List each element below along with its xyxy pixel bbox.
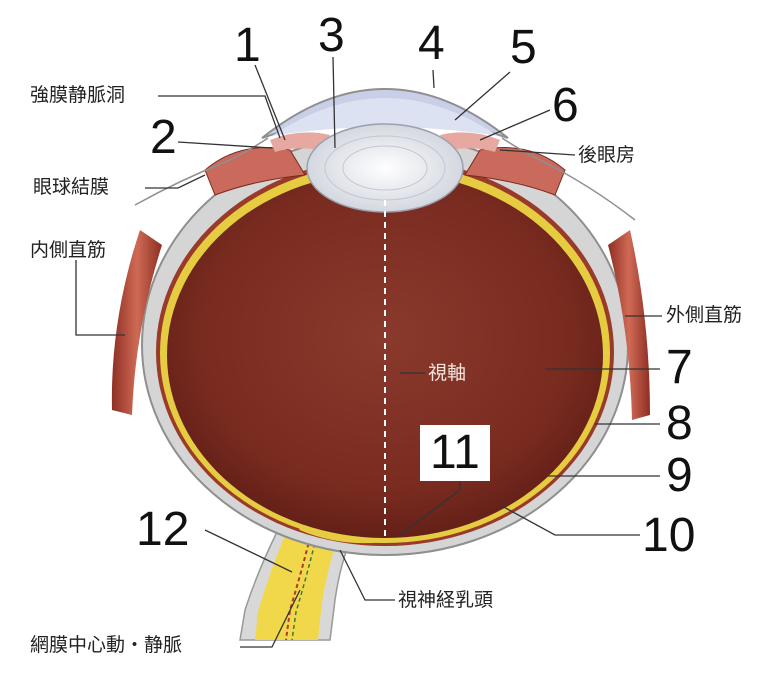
label-visual-axis: 視軸 xyxy=(428,364,466,383)
label-posterior-chamber: 後眼房 xyxy=(578,146,635,165)
label-optic-disc: 視神経乳頭 xyxy=(398,591,493,610)
marker-number: 3 xyxy=(318,12,345,60)
marker-number: 6 xyxy=(552,82,579,130)
label-lateral-rectus: 外側直筋 xyxy=(666,306,742,325)
marker-number-boxed: 11 xyxy=(420,425,490,481)
marker-number: 1 xyxy=(234,22,261,70)
label-scleral-venous-sinus: 強膜静脈洞 xyxy=(30,86,125,105)
label-central-retinal-vessels: 網膜中心動・静脈 xyxy=(30,636,182,655)
marker-number: 9 xyxy=(666,452,693,500)
marker-number: 5 xyxy=(510,24,537,72)
marker-number: 12 xyxy=(136,506,189,554)
marker-number: 10 xyxy=(642,512,695,560)
marker-number: 2 xyxy=(150,114,177,162)
marker-number: 8 xyxy=(666,400,693,448)
lens xyxy=(307,124,463,212)
label-medial-rectus: 内側直筋 xyxy=(30,241,106,260)
marker-number: 4 xyxy=(418,20,445,68)
label-bulbar-conjunctiva: 眼球結膜 xyxy=(33,178,109,197)
marker-number: 7 xyxy=(666,344,693,392)
